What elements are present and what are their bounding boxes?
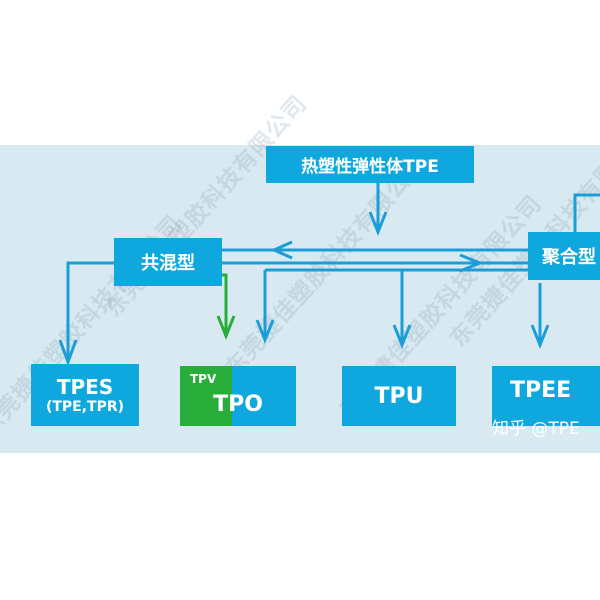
node-tpv-label: TPV <box>190 372 217 386</box>
node-tpo: TPV TPO <box>180 366 296 426</box>
node-tpe-label: 热塑性弹性体TPE <box>301 157 439 177</box>
node-polymer-type-label: 聚合型 <box>542 247 596 268</box>
node-tpu-title: TPU <box>374 383 424 409</box>
node-blend-type-label: 共混型 <box>141 253 195 274</box>
node-tpee: TPEE <box>492 366 600 426</box>
node-tpe: 热塑性弹性体TPE <box>266 146 474 183</box>
node-polymer-type: 聚合型 <box>528 232 600 280</box>
node-tpes: TPES (TPE,TPR) <box>31 364 139 426</box>
node-tpee-title: TPEE <box>510 378 572 403</box>
node-tpo-title: TPO <box>213 391 263 417</box>
node-tpes-subtitle: (TPE,TPR) <box>45 399 125 415</box>
node-blend-type: 共混型 <box>114 238 222 286</box>
node-tpes-title: TPES <box>56 375 114 399</box>
credit-text: 知乎 @TPE <box>492 419 580 439</box>
node-tpu: TPU <box>342 366 456 426</box>
